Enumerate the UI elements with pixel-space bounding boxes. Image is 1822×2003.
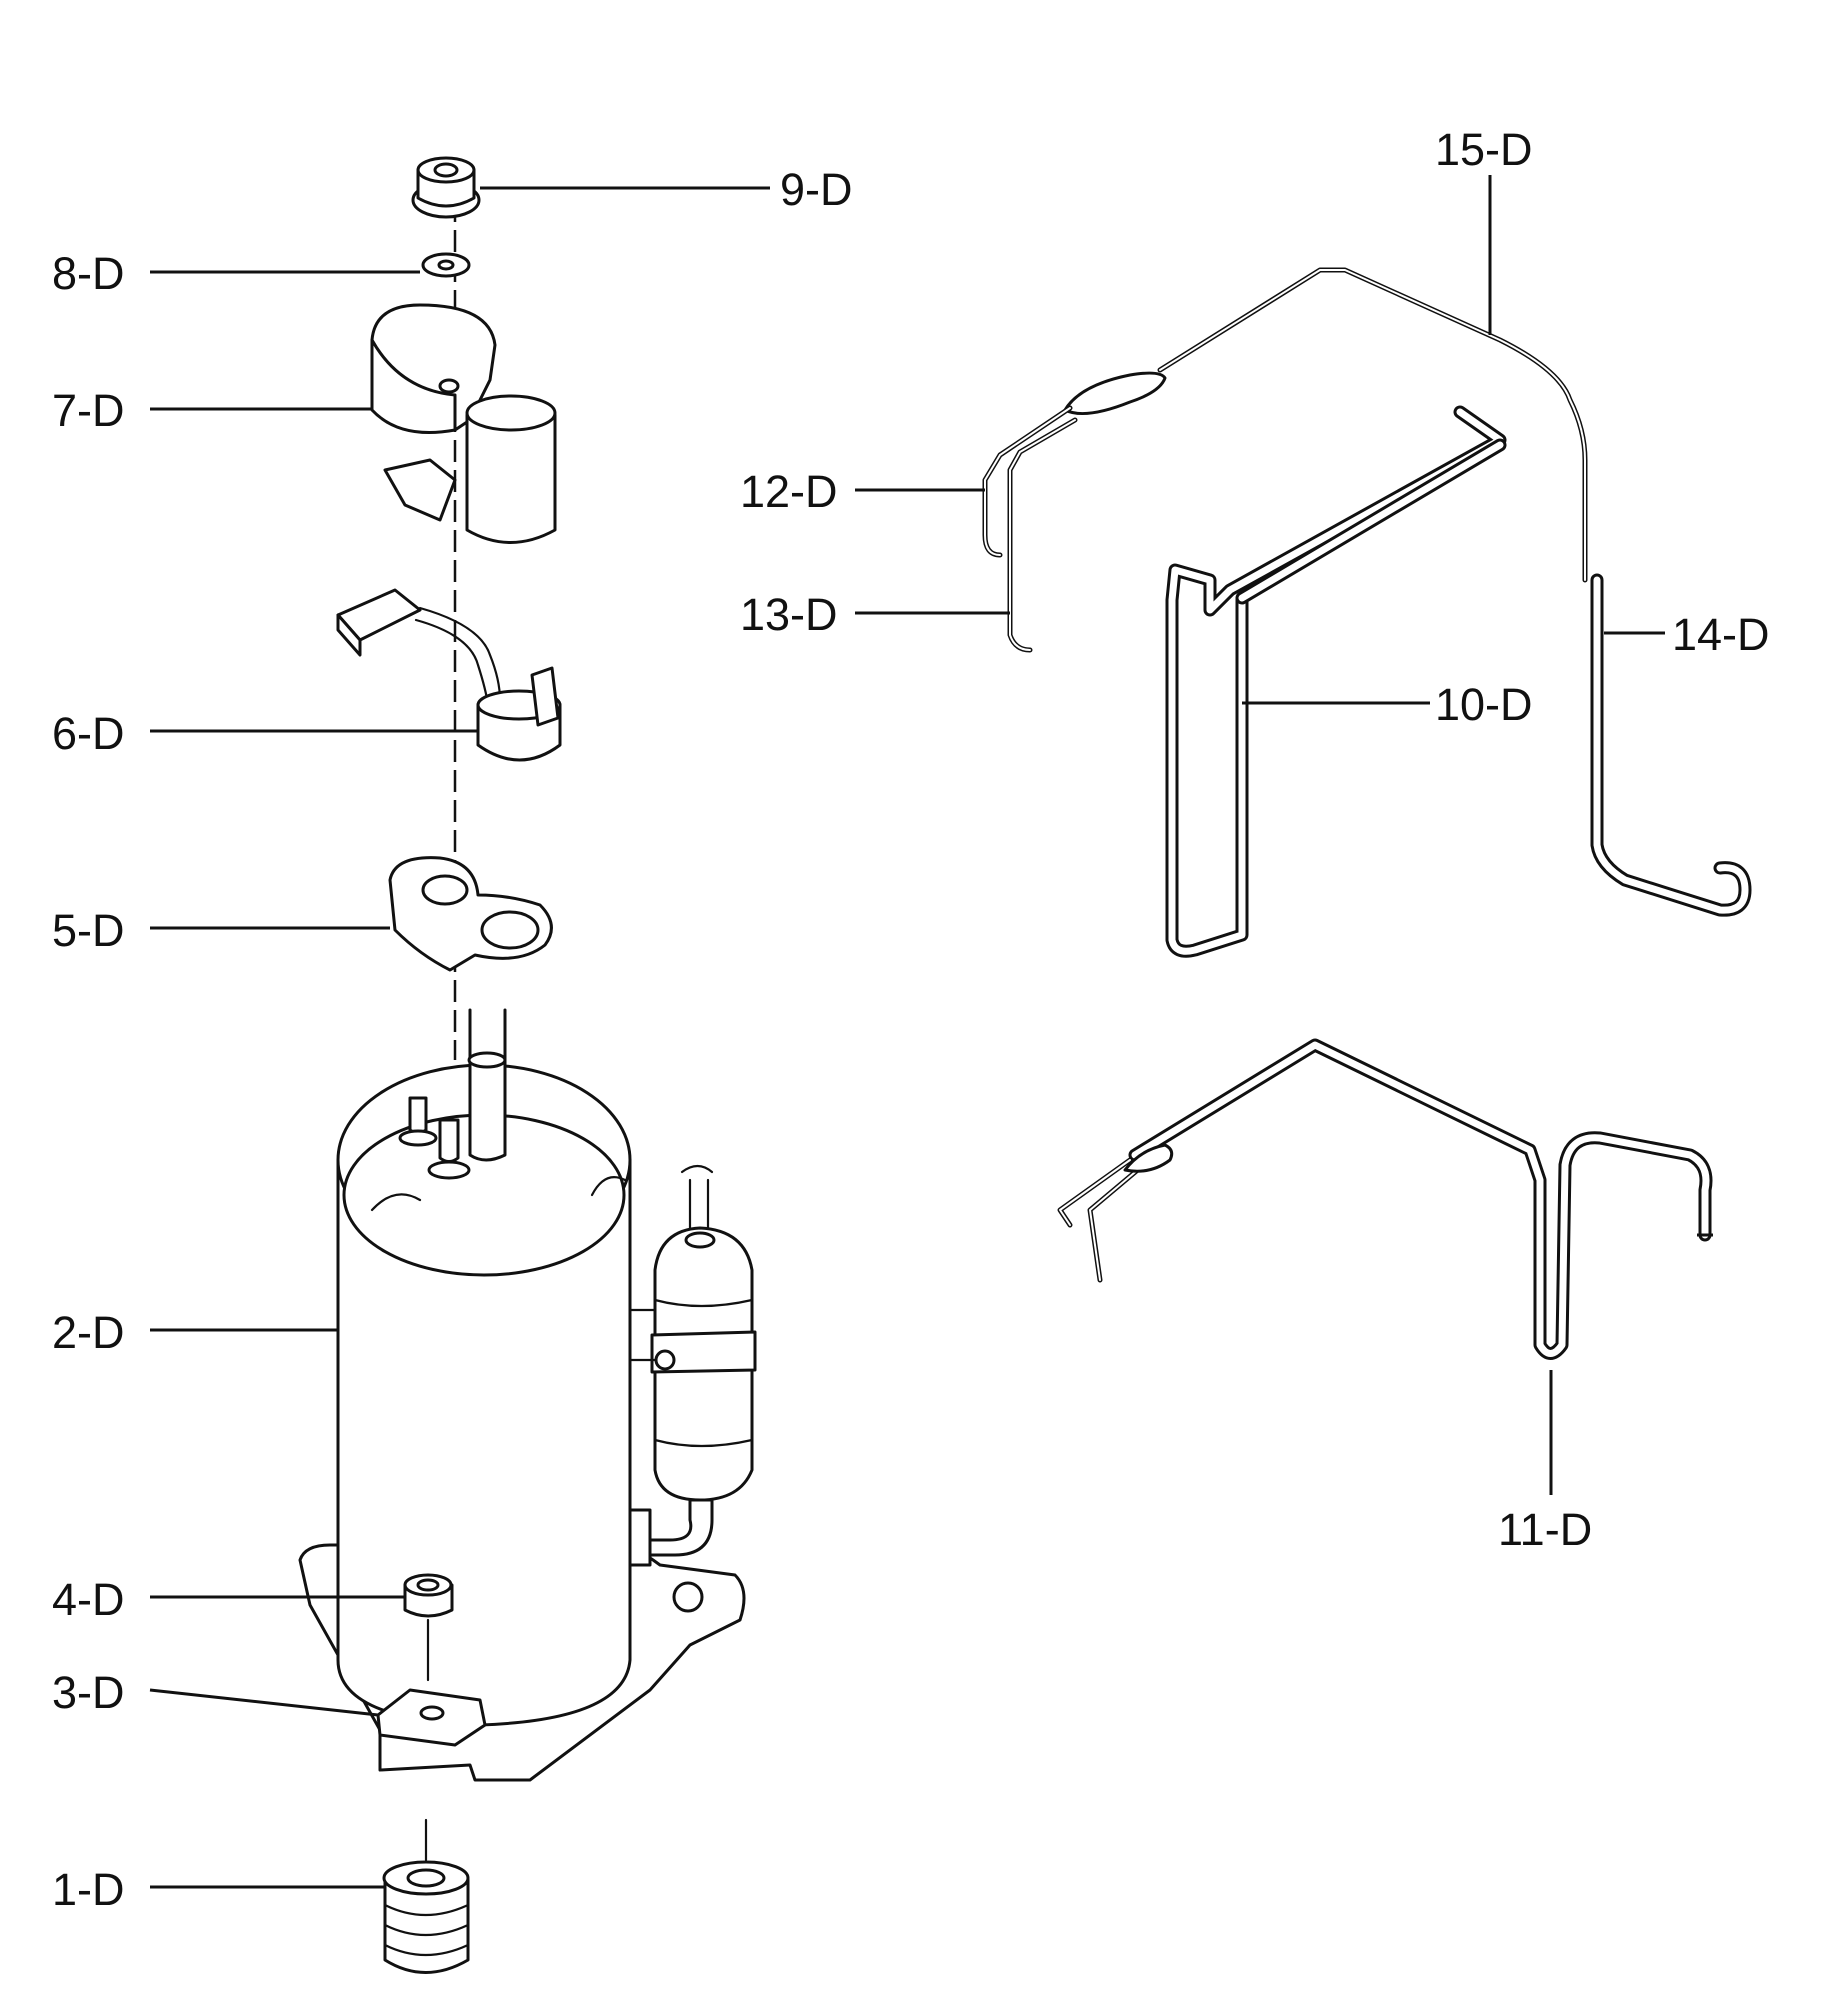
part-label-9d: 9-D (780, 164, 853, 215)
nut-9d-part (411, 156, 481, 219)
part-label-14d: 14-D (1672, 609, 1770, 660)
washer-8d-part (421, 252, 471, 278)
part-label-1d: 1-D (52, 1864, 125, 1915)
part-label-5d: 5-D (52, 905, 125, 956)
compressor-body-2d-part (298, 1008, 746, 1782)
terminal-cover-7d-part (370, 303, 557, 544)
leader-3d (149, 1688, 379, 1717)
gasket-5d-part (388, 856, 553, 972)
accumulator-part (628, 1164, 757, 1567)
part-label-8d: 8-D (52, 248, 125, 299)
part-label-2d: 2-D (52, 1307, 125, 1358)
part-label-13d: 13-D (740, 589, 838, 640)
tube-11d-part (1057, 1038, 1713, 1360)
tube-10d-part (1165, 405, 1507, 958)
tube-13d-part (1007, 417, 1078, 653)
nut-4d-part (403, 1573, 454, 1682)
tube-14d-part (1590, 573, 1752, 917)
overload-protector-6d-part (336, 588, 562, 762)
part-label-4d: 4-D (52, 1574, 125, 1625)
part-label-10d: 10-D (1435, 679, 1533, 730)
part-label-12d: 12-D (740, 466, 838, 517)
rubber-mount-1d-part (382, 1818, 470, 1974)
part-label-3d: 3-D (52, 1667, 125, 1718)
capillary-tube-15d-part (1063, 267, 1588, 583)
bracket-3d-part (376, 1688, 487, 1747)
part-label-11d: 11-D (1498, 1504, 1592, 1555)
part-label-15d: 15-D (1435, 124, 1533, 175)
part-label-6d: 6-D (52, 708, 125, 759)
part-label-7d: 7-D (52, 385, 125, 436)
